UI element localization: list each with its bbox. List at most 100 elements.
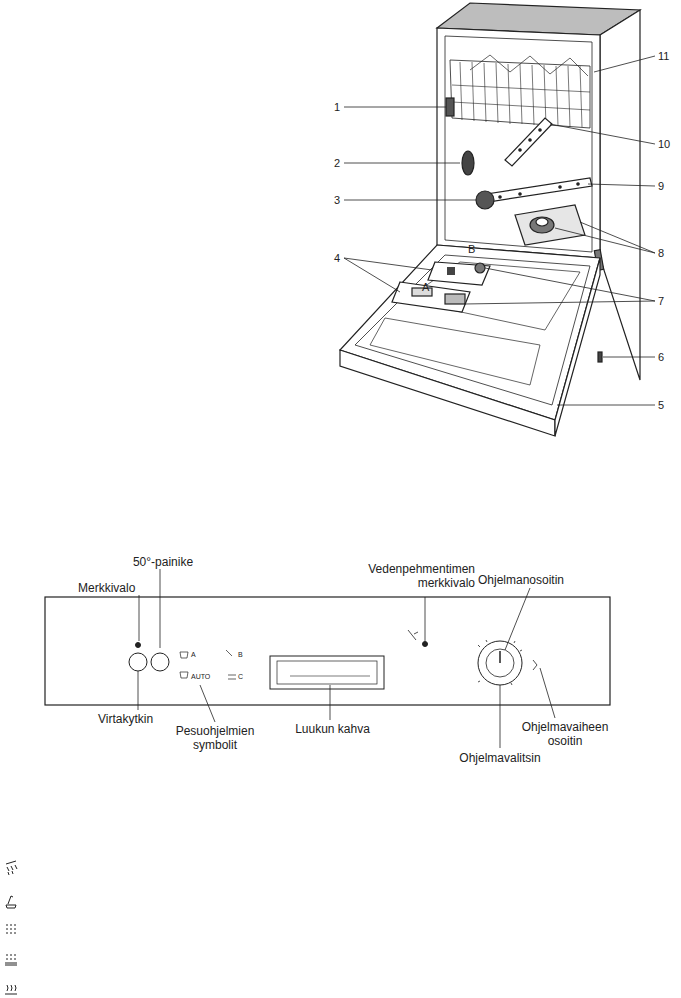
part-label: Merkkivalo [78, 581, 158, 595]
callout-number: 1 [322, 100, 340, 114]
leader-lines-part [344, 200, 476, 201]
control-panel-part [505, 588, 530, 650]
control-panel-part [540, 668, 555, 718]
control-panel-part [423, 642, 428, 647]
dishwasher-part [447, 267, 455, 275]
leader-lines-part [588, 184, 655, 186]
dishwasher-part [536, 218, 548, 226]
control-panel-part [408, 630, 418, 640]
callout-number: 10 [658, 137, 678, 151]
part-label: Luukun kahva [285, 722, 380, 736]
control-panel-part [277, 661, 377, 684]
dishwasher-part [539, 129, 541, 131]
callout-number: 7 [658, 294, 678, 308]
control-panel-part [151, 653, 169, 671]
dishwasher-part [480, 178, 592, 203]
dishwasher-part [445, 294, 465, 304]
control-panel-part [139, 595, 140, 641]
control-panel-part [500, 685, 501, 748]
dishwasher-part [499, 196, 501, 198]
callout-number: 2 [322, 156, 340, 170]
part-label: Ohjelmavalitsin [445, 751, 555, 765]
leader-lines-part [344, 107, 446, 108]
callout-number: 9 [658, 179, 678, 193]
control-panel-part [45, 597, 610, 705]
leader-lines-part [464, 301, 655, 304]
dishwasher-part [476, 191, 494, 209]
control-panel-part [129, 653, 147, 671]
control-panel-part [478, 641, 522, 685]
leader-lines-part [555, 228, 655, 253]
dishwasher-part [445, 36, 592, 252]
dishwasher-part [355, 255, 590, 405]
callout-number: 3 [322, 193, 340, 207]
callout-number: 11 [658, 49, 678, 63]
control-panel-part [290, 676, 370, 677]
dishwasher-part [470, 55, 588, 76]
control-panel-part [478, 640, 522, 685]
leader-lines-part [594, 56, 655, 72]
control-panel-part [499, 651, 501, 663]
part-label: Ohjelmanosoitin [478, 573, 588, 587]
leader-lines-part [485, 268, 655, 301]
part-label: A [191, 651, 203, 659]
dishwasher-part [452, 85, 590, 110]
dishwasher-part [598, 352, 602, 362]
dishwasher-part [437, 28, 600, 258]
leader-lines-part [580, 222, 655, 253]
dishwasher-part [405, 262, 580, 330]
callout-number: B [468, 242, 482, 256]
control-panel-part [270, 656, 384, 689]
dishwasher-part [519, 149, 521, 151]
control-panel-part [138, 671, 139, 710]
part-label: C [238, 673, 250, 681]
part-label: AUTO [191, 673, 213, 681]
dishwasher-part [505, 118, 552, 166]
control-panel-part [160, 569, 161, 648]
dishwasher-part [392, 282, 470, 312]
program-symbols-part [6, 896, 16, 908]
control-panel-part [486, 649, 514, 677]
dishwasher-part [462, 151, 474, 175]
part-label: Vedenpehmentimen merkkivalo [320, 562, 475, 590]
dishwasher-part [519, 193, 521, 195]
control-panel-part [136, 643, 141, 648]
program-symbols [5, 861, 17, 994]
part-label: 50°-painike [118, 555, 208, 569]
program-symbols-part [6, 861, 17, 875]
callout-number: 4 [322, 251, 340, 265]
part-label: Ohjelmavaiheen osoitin [510, 720, 620, 748]
dishwasher-part [515, 205, 585, 245]
dishwasher-part [559, 186, 561, 188]
leader-lines-part [344, 258, 432, 270]
callout-number: 6 [658, 350, 678, 364]
dishwasher-part [555, 258, 600, 436]
control-panel-part [200, 685, 215, 722]
dishwasher-part [450, 60, 590, 128]
part-label: B [238, 651, 250, 659]
dishwasher-part [529, 139, 531, 141]
dishwasher [340, 3, 640, 436]
control-panel-part [533, 660, 537, 670]
part-label: Virtakytkin [98, 712, 188, 726]
part-label: Pesuohjelmien symbolit [160, 724, 270, 752]
dishwasher-part [530, 217, 554, 233]
leader-lines-part [557, 405, 655, 406]
dishwasher-part [428, 262, 490, 285]
leader-lines-part [344, 163, 460, 164]
dishwasher-part [460, 62, 582, 127]
leader-lines-part [550, 124, 655, 144]
callout-number: 5 [658, 398, 678, 412]
callout-number: A [422, 280, 436, 294]
program-symbols-part [5, 985, 17, 994]
dishwasher-part [446, 98, 454, 116]
callout-number: 8 [658, 246, 678, 260]
program-symbols-part [6, 925, 16, 933]
leader-lines-part [344, 258, 400, 292]
program-symbols-part [5, 955, 17, 965]
leader-lines-part [603, 357, 655, 358]
dishwasher-part [340, 350, 555, 436]
dishwasher-part [370, 318, 540, 385]
dishwasher-part [475, 263, 485, 273]
